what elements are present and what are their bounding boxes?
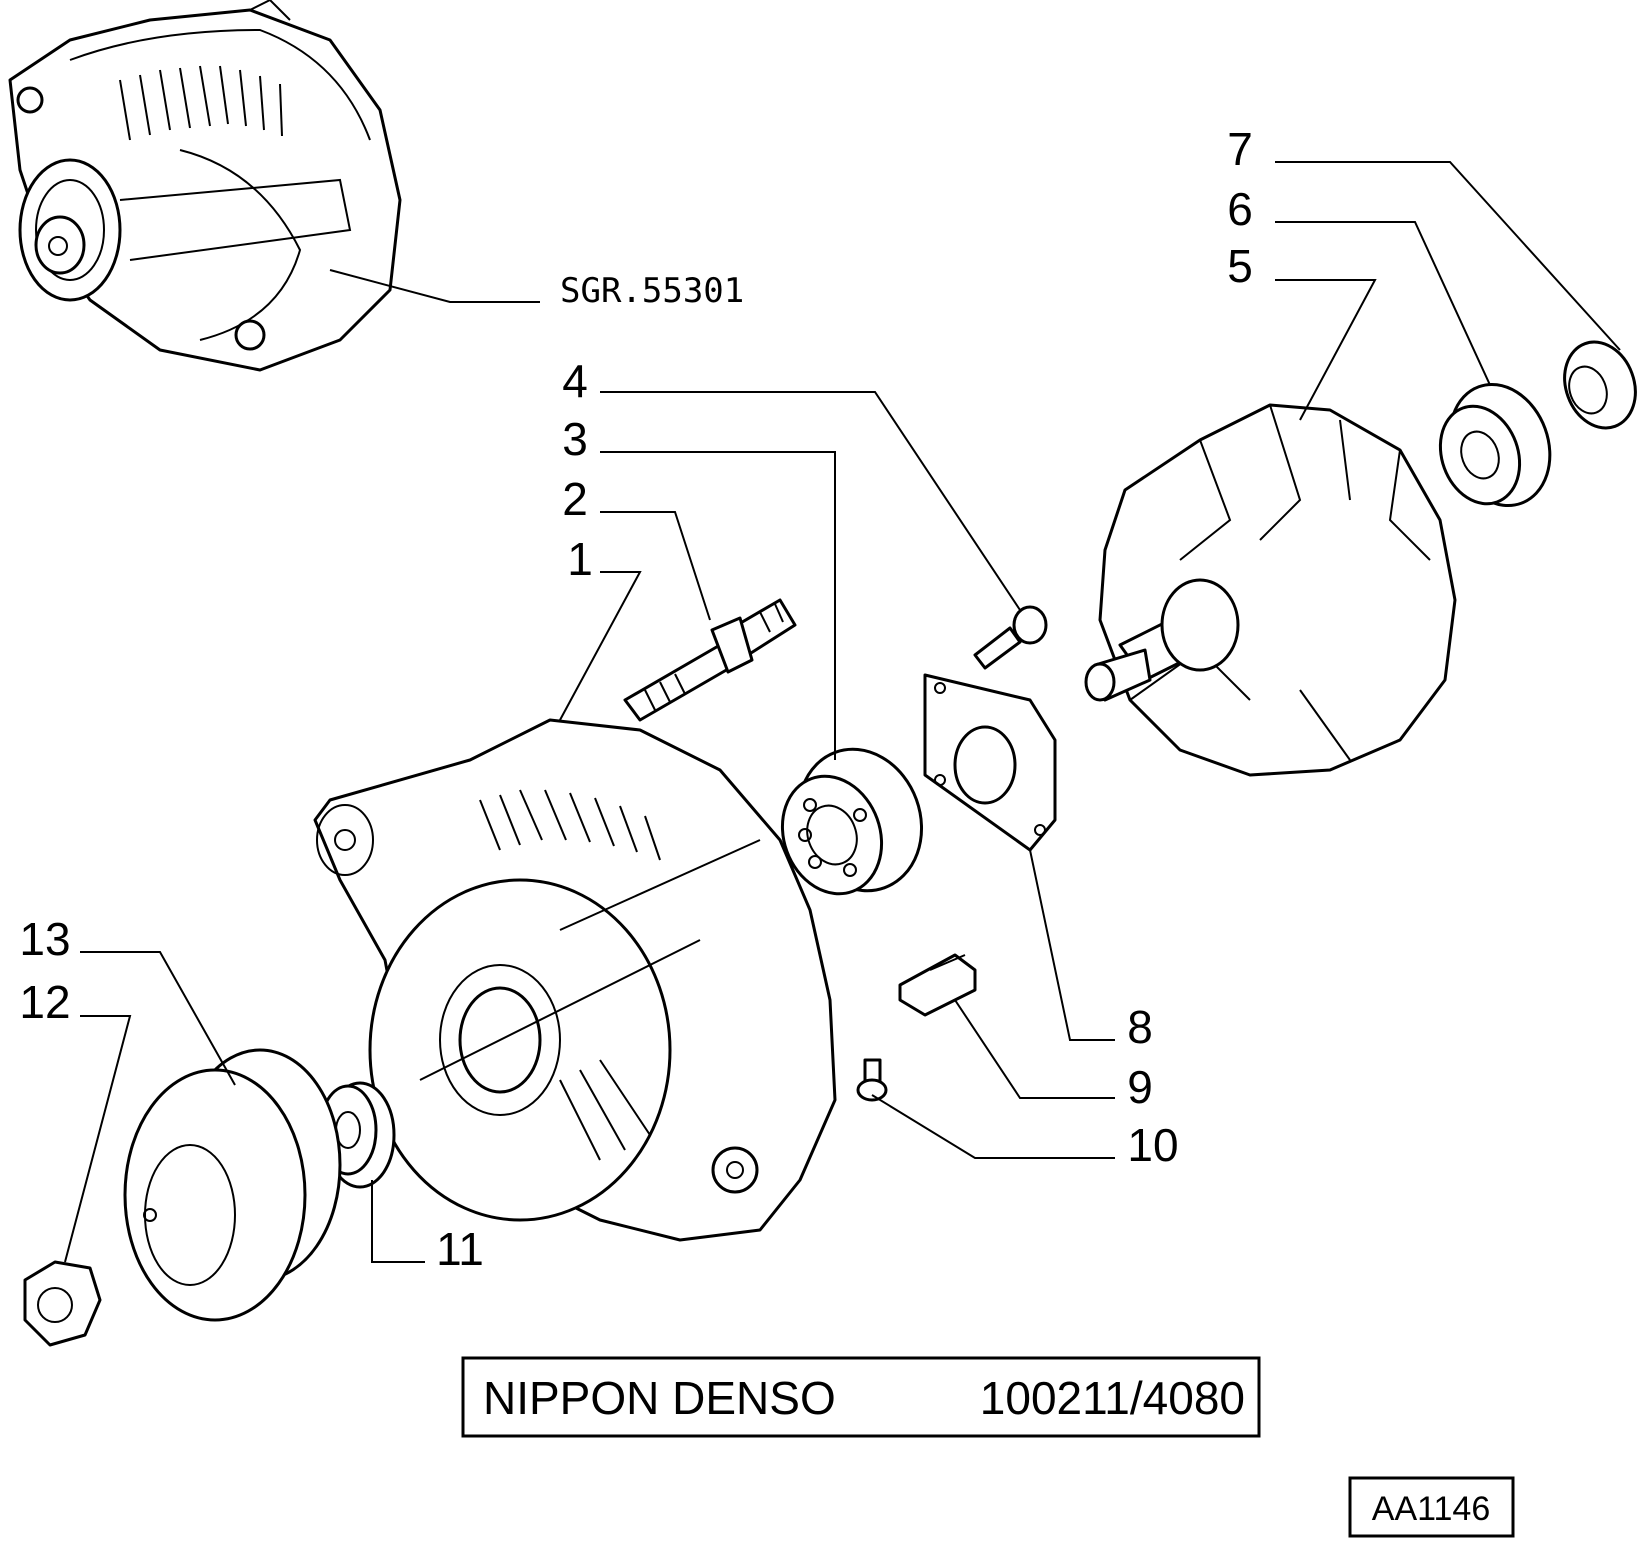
title-manufacturer: NIPPON DENSO [483,1372,836,1424]
part-3-bearing [780,747,924,896]
part-4-screw [973,605,1048,670]
callout-8: 8 [1127,1001,1153,1053]
leader-sgr [329,269,540,303]
callout-2: 2 [562,473,588,525]
part-5-rotor [1084,403,1457,777]
drawing-id-box: AA1146 [1348,1476,1515,1538]
callout-9: 9 [1127,1061,1153,1113]
callout-4: 4 [562,355,588,407]
title-box: NIPPON DENSO 100211/4080 [461,1356,1261,1438]
part-12-nut [23,1260,102,1347]
drawing-id: AA1146 [1372,1490,1490,1528]
assembled-alternator-drawing [8,0,402,372]
callouts: 7 6 5 4 3 2 1 8 9 10 11 12 13 [19,123,1252,1275]
callout-5: 5 [1227,240,1253,292]
part-6-bearing [1438,382,1552,508]
part-1-housing [313,718,837,1242]
part-9-block [898,953,977,1017]
callout-12: 12 [19,976,70,1028]
part-13-pulley [123,1048,342,1322]
callout-11: 11 [436,1223,484,1275]
part-8-plate [923,673,1057,852]
part-7-seal [1563,340,1637,430]
callout-1: 1 [567,533,593,585]
callout-10: 10 [1127,1119,1178,1171]
callout-7: 7 [1227,123,1253,175]
part-10-screw [856,1058,888,1102]
title-code: 100211/4080 [980,1372,1245,1424]
callout-6: 6 [1227,183,1253,235]
callout-13: 13 [19,913,70,965]
leader-lines [64,161,1621,1263]
assembly-ref-label: SGR.55301 [560,271,744,311]
part-2-stud [623,598,797,722]
callout-3: 3 [562,413,588,465]
